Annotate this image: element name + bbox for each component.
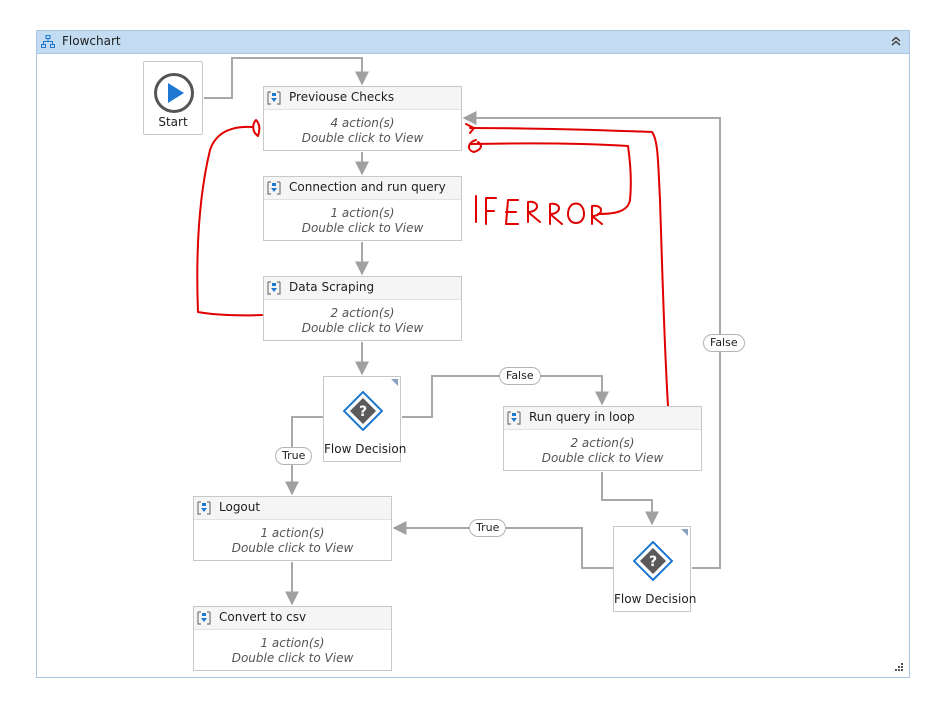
decision-icon: ? xyxy=(633,541,673,581)
sequence-icon xyxy=(197,501,211,515)
svg-text:?: ? xyxy=(359,404,367,420)
activity-previouse-checks[interactable]: Previouse Checks 4 action(s) Double clic… xyxy=(263,86,462,151)
activity-hint: Double click to View xyxy=(301,221,424,235)
activity-title: Logout xyxy=(219,500,261,514)
decision-label: Flow Decision xyxy=(324,442,407,456)
branch-label-true[interactable]: True xyxy=(275,447,313,465)
activity-title: Run query in loop xyxy=(529,410,635,424)
activity-count: 1 action(s) xyxy=(260,526,325,540)
activity-title: Previouse Checks xyxy=(289,90,395,104)
flowchart-icon xyxy=(41,35,55,48)
activity-count: 2 action(s) xyxy=(570,436,635,450)
activity-hint: Double click to View xyxy=(301,131,424,145)
svg-text:?: ? xyxy=(649,554,657,570)
decision-label: Flow Decision xyxy=(614,592,697,606)
sequence-icon xyxy=(267,281,281,295)
activity-count: 1 action(s) xyxy=(260,636,325,650)
start-label: Start xyxy=(158,115,188,129)
flow-decision-1[interactable]: ? Flow Decision xyxy=(323,376,407,462)
activity-run-query-in-loop[interactable]: Run query in loop 2 action(s) Double cli… xyxy=(503,406,702,471)
sequence-icon xyxy=(267,181,281,195)
sequence-icon xyxy=(197,611,211,625)
activity-hint: Double click to View xyxy=(231,651,354,665)
activity-hint: Double click to View xyxy=(301,321,424,335)
sequence-icon xyxy=(267,91,281,105)
activity-logout[interactable]: Logout 1 action(s) Double click to View xyxy=(193,496,392,561)
collapse-icon[interactable] xyxy=(889,34,903,48)
resize-grip-icon[interactable] xyxy=(893,661,903,671)
corner-marker xyxy=(681,529,688,536)
branch-label-true[interactable]: True xyxy=(469,519,507,537)
activity-hint: Double click to View xyxy=(231,541,354,555)
flow-decision-2[interactable]: ? Flow Decision xyxy=(613,526,697,612)
activity-hint: Double click to View xyxy=(541,451,664,465)
panel-title: Flowchart xyxy=(62,34,121,48)
activity-convert-to-csv[interactable]: Convert to csv 1 action(s) Double click … xyxy=(193,606,392,671)
decision-icon: ? xyxy=(343,391,383,431)
activity-title: Connection and run query xyxy=(289,180,446,194)
sequence-icon xyxy=(507,411,521,425)
start-node[interactable]: Start xyxy=(143,61,203,135)
activity-title: Data Scraping xyxy=(289,280,375,294)
activity-count: 2 action(s) xyxy=(330,306,395,320)
activity-connection-and-run-query[interactable]: Connection and run query 1 action(s) Dou… xyxy=(263,176,462,241)
branch-label-false[interactable]: False xyxy=(499,367,541,385)
activity-count: 4 action(s) xyxy=(330,116,395,130)
flowchart-header: Flowchart xyxy=(37,31,909,54)
activity-count: 1 action(s) xyxy=(330,206,395,220)
branch-label-false[interactable]: False xyxy=(703,334,745,352)
activity-title: Convert to csv xyxy=(219,610,307,624)
play-icon xyxy=(154,73,194,113)
corner-marker xyxy=(391,379,398,386)
activity-data-scraping[interactable]: Data Scraping 2 action(s) Double click t… xyxy=(263,276,462,341)
